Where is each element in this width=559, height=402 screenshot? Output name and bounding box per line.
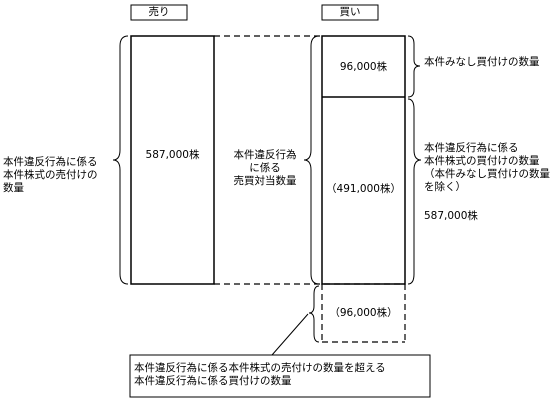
sell-column-box <box>130 35 215 285</box>
right-top-brace <box>407 35 421 98</box>
bottom-brace <box>308 285 320 343</box>
buy-middle-quantity: （491,000株） <box>326 183 401 195</box>
middle-brace-label: 本件違反行為 に係る 売買対当数量 <box>233 149 297 187</box>
callout-box <box>129 354 431 398</box>
callout-pointer <box>271 313 309 356</box>
right-middle-brace <box>407 98 422 285</box>
sell-header-label: 売り <box>148 6 170 18</box>
left-brace <box>112 35 129 285</box>
buy-header-label: 買い <box>339 6 361 18</box>
sell-quantity: 587,000株 <box>145 149 200 161</box>
buy-header-box <box>321 4 379 21</box>
buy-bottom-quantity: （96,000株） <box>329 307 398 319</box>
callout-label: 本件違反行為に係る本件株式の売付けの数量を超える 本件違反行為に係る買付けの数量 <box>134 362 386 387</box>
buy-column-box <box>321 35 406 285</box>
left-brace-label: 本件違反行為に係る 本件株式の売付けの 数量 <box>3 156 98 194</box>
buy-top-quantity: 96,000株 <box>339 61 388 73</box>
right-middle-total: 587,000株 <box>424 210 478 222</box>
right-middle-label: 本件違反行為に係る 本件株式の買付けの数量 （本件みなし買付けの数量 を除く） <box>424 142 550 193</box>
middle-brace <box>303 35 320 285</box>
right-top-label: 本件みなし買付けの数量 <box>424 56 540 68</box>
sell-header-box <box>130 4 188 21</box>
